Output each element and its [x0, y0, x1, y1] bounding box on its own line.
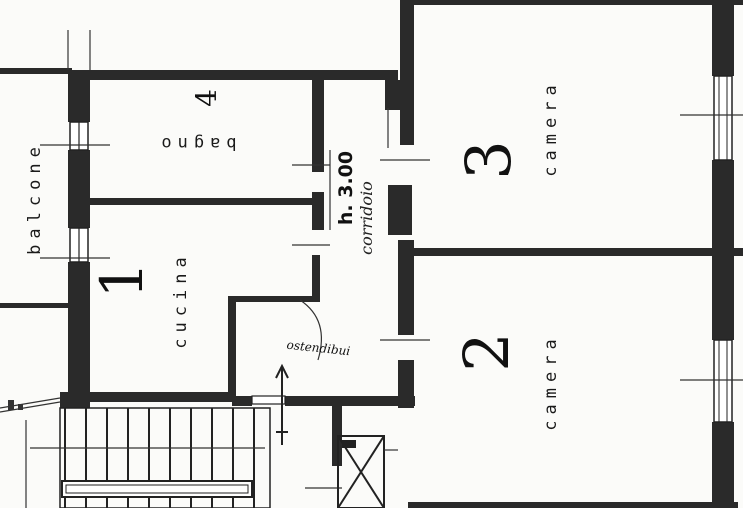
room-label-camera-bottom: camera [541, 333, 561, 430]
room-label-ripostiglio: ostendibui [286, 338, 351, 359]
elevator-shaft [337, 435, 398, 508]
room-label-bagno: bagno [155, 133, 236, 153]
railing-marks [8, 400, 27, 508]
staircase [30, 407, 271, 508]
room-label-balcone: balcone [25, 141, 45, 255]
room-number-camera-top: 3 [452, 140, 525, 179]
room-number-bagno: 4 [190, 89, 223, 107]
ceiling-height-label: h. 3.00 [335, 151, 357, 225]
room-number-camera-bottom: 2 [450, 332, 523, 371]
room-number-cucina: 1 [88, 262, 156, 299]
room-label-camera-top: camera [541, 79, 561, 176]
construction-lines [0, 30, 743, 489]
room-label-cucina: cucina [171, 251, 191, 348]
windows [69, 75, 733, 423]
room-label-corridoio: corridoio [357, 181, 376, 255]
